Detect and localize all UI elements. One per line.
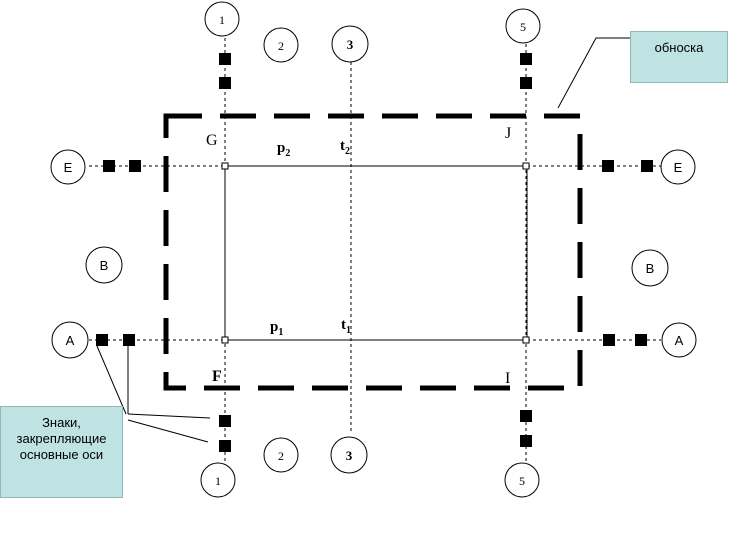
point-label-t2: t2 [340, 138, 350, 157]
axis-circle-5-bottom: 5 [504, 462, 540, 498]
corner-label-J: J [505, 125, 511, 142]
axis-circle-3-bottom: 3 [330, 436, 368, 474]
corner-square-I [522, 336, 530, 344]
callout-obnoska-text: обноска [654, 40, 704, 55]
svg-text:1: 1 [219, 13, 225, 27]
axis-circle-1-top: 1 [204, 1, 240, 37]
marker [602, 160, 614, 172]
point-label-p1: p1 [270, 319, 283, 338]
svg-text:B: B [646, 261, 655, 276]
axis-circle-E-left: E [50, 149, 86, 185]
axis-circle-B-right: B [631, 249, 669, 287]
marker [520, 410, 532, 422]
marker [219, 415, 231, 427]
svg-text:2: 2 [278, 39, 284, 53]
marker [96, 334, 108, 346]
marker [520, 53, 532, 65]
marker [103, 160, 115, 172]
svg-text:1: 1 [215, 474, 221, 488]
point-label-t1: t1 [341, 317, 351, 336]
axis-circle-5-top: 5 [505, 8, 541, 44]
markers-leader [96, 345, 127, 415]
svg-text:B: B [100, 258, 109, 273]
corner-label-I: I [505, 370, 510, 387]
marker [129, 160, 141, 172]
point-label-p2: p2 [277, 140, 290, 159]
corner-label-G: G [206, 132, 218, 149]
svg-text:A: A [66, 333, 75, 348]
corner-label-F: F [212, 368, 222, 385]
axis-circle-1-bottom: 1 [200, 462, 236, 498]
axis-circle-E-right: E [660, 149, 696, 185]
svg-text:A: A [675, 333, 684, 348]
corner-square-G [221, 162, 229, 170]
marker [520, 77, 532, 89]
axis-circle-A-left: A [51, 321, 89, 359]
svg-text:3: 3 [346, 448, 353, 463]
markers-leader [127, 419, 209, 443]
callout-markers-line: Знаки, [42, 415, 81, 430]
axis-circle-B-left: B [85, 246, 123, 284]
svg-text:E: E [674, 160, 683, 175]
marker [603, 334, 615, 346]
axis-circle-2-bottom: 2 [263, 437, 299, 473]
markers-leader [127, 413, 211, 419]
callout-markers-line: основные оси [19, 447, 104, 462]
callout-markers-line: закрепляющие [16, 431, 107, 446]
marker [635, 334, 647, 346]
svg-text:5: 5 [519, 474, 525, 488]
svg-text:3: 3 [347, 37, 354, 52]
marker [219, 440, 231, 452]
marker [520, 435, 532, 447]
callout-obnoska: обноска [630, 31, 728, 83]
corner-square-J [522, 162, 530, 170]
corner-square-F [221, 336, 229, 344]
marker [641, 160, 653, 172]
marker [219, 77, 231, 89]
callout-markers: Знаки, закрепляющие основные оси [0, 406, 123, 498]
axis-circle-3-top: 3 [331, 25, 369, 63]
svg-text:2: 2 [278, 449, 284, 463]
obnoska-leader [557, 37, 630, 109]
axis-circle-2-top: 2 [263, 27, 299, 63]
svg-text:E: E [64, 160, 73, 175]
marker [123, 334, 135, 346]
marker [219, 53, 231, 65]
building-contour [224, 165, 528, 341]
axis-circle-A-right: A [661, 322, 697, 358]
obnoska-boundary [163, 113, 583, 391]
svg-text:5: 5 [520, 20, 526, 34]
